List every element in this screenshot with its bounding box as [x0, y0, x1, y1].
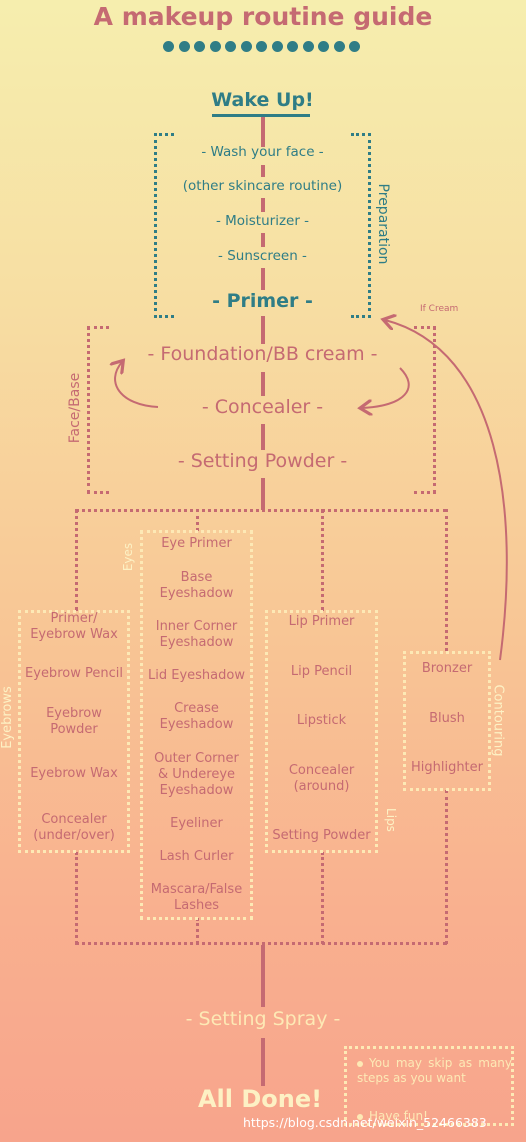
bullet-icon [357, 1113, 363, 1120]
dot-icon [256, 41, 267, 52]
preparation-label: Preparation [375, 183, 391, 265]
dot-icon [163, 41, 174, 52]
eyes-step-lid: Lid Eyeshadow [148, 668, 245, 683]
prep-step-primer: - Primer - [212, 290, 313, 312]
eyebrows-step-pencil: Eyebrow Pencil [25, 666, 123, 681]
contouring-step-bronzer: Bronzer [421, 661, 473, 676]
contouring-label: Contouring [490, 684, 506, 757]
eyebrows-step-wax: Eyebrow Wax [30, 766, 118, 781]
eyes-step-outer-corner: Outer Corner & Undereye Eyeshadow [154, 751, 239, 798]
lips-step-lipstick: Lipstick [296, 713, 347, 728]
eyebrows-group [18, 610, 130, 853]
eyes-group [140, 530, 253, 920]
prep-step-skincare: (other skincare routine) [182, 178, 343, 194]
spine-seg [261, 424, 265, 450]
join-eyes-connector [196, 918, 199, 944]
watermark: https://blog.csdn.net/weixin_52466383 [243, 1115, 487, 1130]
arrow-right-curve [362, 367, 410, 408]
eyes-step-inner-corner: Inner Corner Eyeshadow [155, 619, 238, 650]
eyes-step-primer: Eye Primer [161, 536, 232, 551]
spine-seg [261, 372, 265, 396]
spine-seg [261, 268, 265, 290]
eyes-step-lash-curler: Lash Curler [159, 849, 234, 864]
notes-box: You may skip as many steps as you want H… [344, 1046, 514, 1126]
eyebrows-step-primer-wax: Primer/ Eyebrow Wax [30, 611, 118, 642]
dot-icon [333, 41, 345, 52]
arrow-if-cream [385, 320, 508, 661]
lips-label: Lips [384, 808, 398, 832]
spine-top [261, 117, 265, 147]
join-contouring-connector [445, 790, 448, 944]
prep-step-moisturizer: - Moisturizer - [215, 213, 310, 229]
lips-group [265, 610, 378, 853]
join-lips-connector [321, 852, 324, 944]
dot-icon [287, 41, 298, 52]
branch-contouring-connector [445, 509, 448, 651]
face-base-bracket-right [414, 326, 436, 494]
eyes-step-base: Base Eyeshadow [159, 570, 234, 601]
branch-bottom-line [75, 942, 447, 945]
contouring-step-highlighter: Highlighter [410, 760, 484, 775]
base-step-setting-powder: - Setting Powder - [177, 450, 348, 472]
arrow-left-curve [115, 362, 159, 408]
lips-step-setting-powder: Setting Powder [272, 828, 371, 843]
preparation-bracket-right [351, 133, 371, 318]
spine-end [261, 1038, 265, 1086]
dot-icon [318, 41, 329, 52]
dot-icon [349, 41, 360, 52]
eyebrows-step-powder: Eyebrow Powder [46, 706, 102, 737]
page-title: A makeup routine guide [93, 2, 433, 31]
branch-eyebrows-connector [75, 509, 78, 611]
spine-bottom [261, 945, 265, 1007]
spine-seg [261, 198, 265, 212]
dot-icon [194, 41, 205, 52]
base-step-foundation: - Foundation/BB cream - [147, 343, 378, 365]
preparation-bracket-left [154, 133, 174, 318]
spine-seg [261, 478, 265, 510]
dot-icon [209, 41, 221, 52]
flow-arrows [0, 290, 508, 661]
note-have-fun: Have fun! [357, 1109, 512, 1124]
bullet-icon [357, 1060, 363, 1067]
dot-icon [240, 41, 252, 52]
if-cream-label: If Cream [420, 304, 459, 314]
all-done-label: All Done! [197, 1085, 323, 1113]
wake-up-underline [212, 114, 310, 117]
dot-icon [271, 41, 283, 52]
eyebrows-label: Eyebrows [0, 686, 15, 749]
dot-icon [225, 41, 236, 52]
eyes-step-crease: Crease Eyeshadow [159, 701, 234, 732]
branch-top-line [75, 509, 447, 512]
dot-icon [302, 41, 314, 52]
spine-seg [261, 316, 265, 344]
title-dots-divider [163, 41, 363, 55]
prep-step-wash: - Wash your face - [201, 144, 324, 160]
base-step-concealer: - Concealer - [201, 396, 324, 418]
lips-step-primer: Lip Primer [288, 614, 355, 629]
eyes-step-eyeliner: Eyeliner [170, 816, 223, 831]
branch-lips-connector [321, 509, 324, 611]
contouring-step-blush: Blush [429, 711, 465, 726]
eyebrows-step-concealer: Concealer (under/over) [33, 812, 115, 843]
prep-step-sunscreen: - Sunscreen - [218, 248, 307, 264]
eyes-label: Eyes [121, 542, 135, 572]
note-skip: You may skip as many steps as you want [357, 1056, 512, 1085]
setting-spray-step: - Setting Spray - [185, 1008, 341, 1030]
dot-icon [178, 41, 190, 52]
lips-step-pencil: Lip Pencil [290, 664, 353, 679]
eyes-step-mascara: Mascara/False Lashes [150, 882, 243, 913]
spine-seg [261, 165, 265, 177]
lips-step-concealer: Concealer (around) [288, 763, 355, 794]
branch-eyes-connector [196, 509, 199, 531]
wake-up-label: Wake Up! [211, 89, 314, 111]
spine-seg [261, 233, 265, 247]
join-eyebrows-connector [75, 852, 78, 944]
contouring-group [403, 651, 491, 791]
face-base-bracket-left [87, 326, 109, 494]
